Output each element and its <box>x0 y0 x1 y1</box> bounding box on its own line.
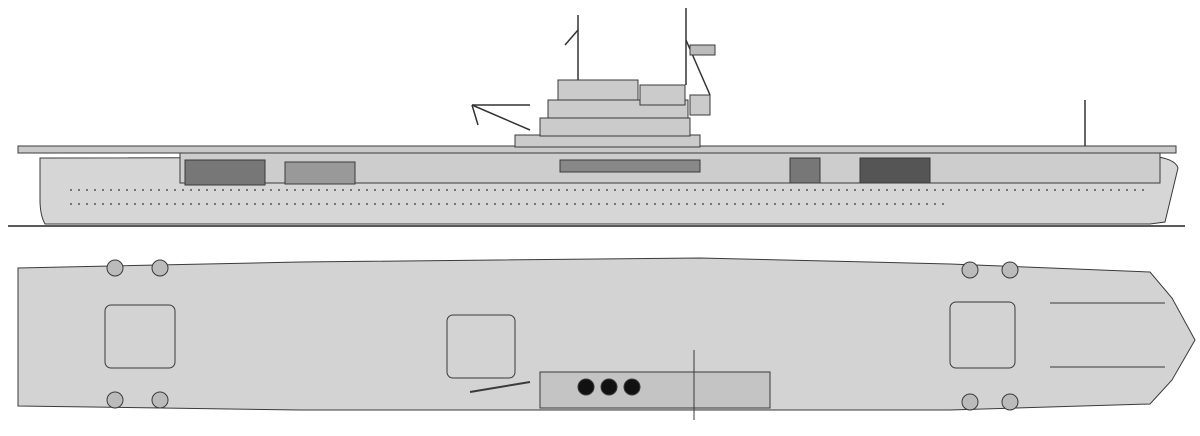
gun-tubs <box>106 259 1019 411</box>
portholes <box>70 189 1150 205</box>
flight-deck-plan <box>17 257 1196 411</box>
elevator-fwd <box>949 301 1016 369</box>
funnel <box>600 378 618 396</box>
boat-bay <box>284 161 356 185</box>
boat-bay <box>859 157 931 184</box>
funnel <box>623 378 641 396</box>
mast-platform <box>689 44 716 56</box>
boat-bay <box>789 157 821 184</box>
crane-plan <box>469 381 531 393</box>
funnel <box>577 378 595 396</box>
island-plan <box>539 371 771 409</box>
plan-view <box>17 257 1196 420</box>
crane <box>471 104 531 131</box>
elevator-aft <box>104 304 176 369</box>
boat-bay <box>559 159 701 173</box>
island <box>514 79 711 148</box>
boat-bay <box>184 159 266 186</box>
profile-view <box>8 8 1185 227</box>
elevator-mid <box>446 314 516 379</box>
